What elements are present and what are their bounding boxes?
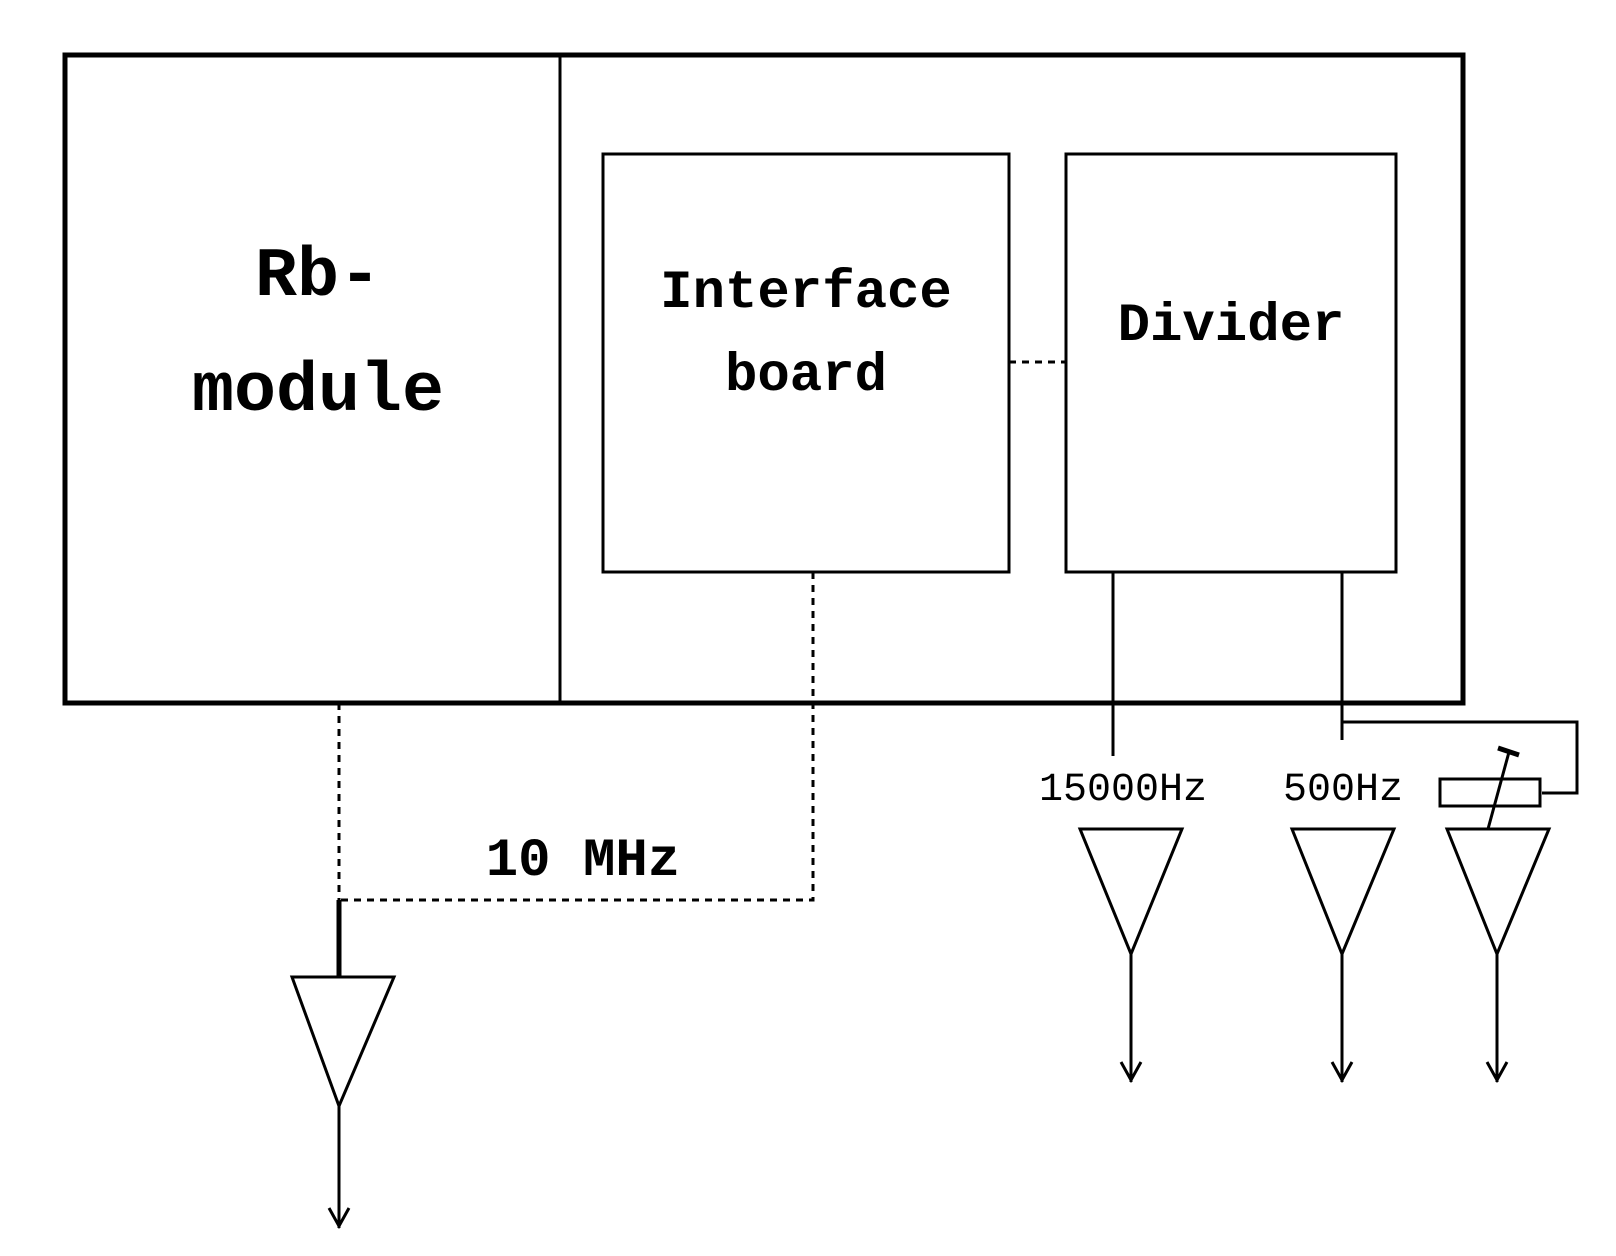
divider-box	[1064, 152, 1398, 574]
rb-module-label-line1: Rb-	[255, 238, 381, 317]
interface-board-label-line2: board	[725, 346, 887, 407]
500hz-label: 500Hz	[1283, 768, 1403, 813]
interface-10mhz-dotted-line	[339, 572, 815, 902]
potentiometer-icon	[1438, 777, 1542, 808]
500hz-output-arrow-icon	[1330, 1061, 1354, 1084]
15000hz-amplifier	[1077, 827, 1185, 958]
enclosure-box	[62, 52, 1466, 706]
15000hz-label: 15000Hz	[1039, 768, 1207, 813]
interface-board-label-line1: Interface	[660, 263, 952, 324]
divider-label: Divider	[1118, 296, 1345, 357]
potentiometer-wiper-cap	[1497, 745, 1520, 758]
adjustable-output-arrow-icon	[1485, 1061, 1509, 1084]
rb-module-label-line2: module	[192, 353, 444, 432]
500hz-amplifier	[1289, 827, 1397, 958]
adjustable-feed-line	[1342, 720, 1579, 795]
10mhz-amplifier	[289, 975, 397, 1111]
10mhz-label: 10 MHz	[486, 831, 680, 892]
adjustable-amplifier	[1444, 827, 1552, 958]
10mhz-output-arrow-icon	[327, 1207, 351, 1230]
15000hz-output-arrow-icon	[1119, 1061, 1143, 1084]
potentiometer-wiper	[1486, 751, 1511, 830]
